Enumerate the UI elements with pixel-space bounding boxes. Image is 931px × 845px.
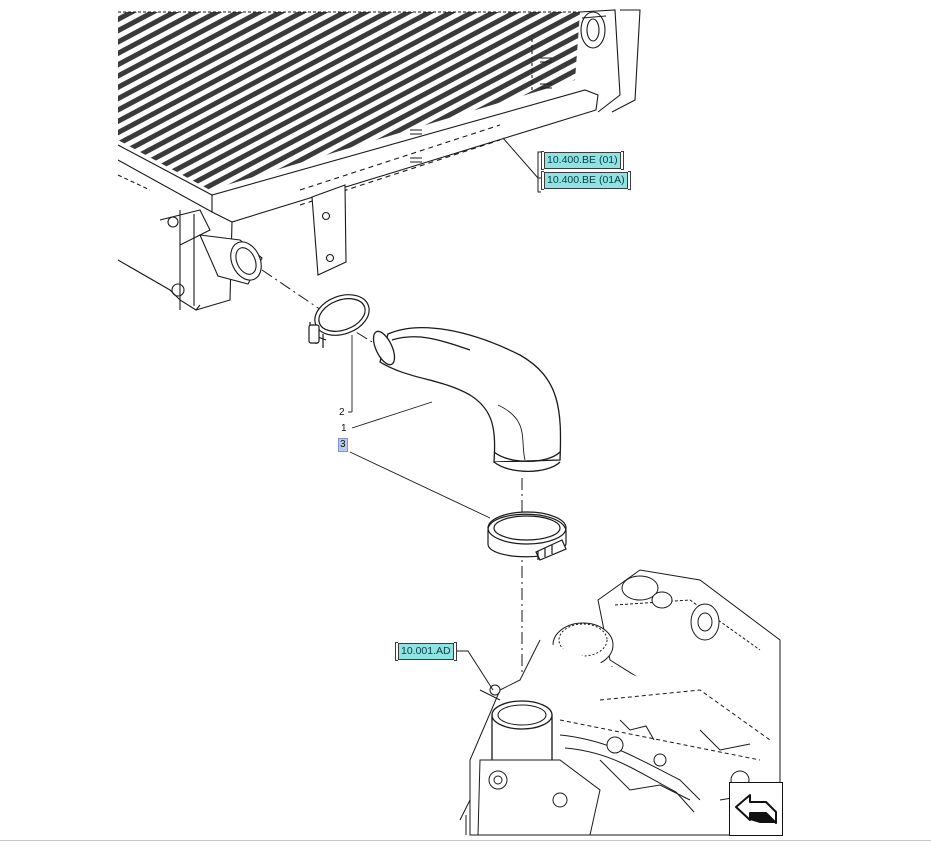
- callout-leader-lines: [348, 335, 491, 519]
- engine-ref-leader-line: [457, 650, 494, 691]
- intercooler-illustration: [117, 9, 641, 311]
- return-arrow-icon: [735, 794, 777, 824]
- bottom-divider: [0, 840, 931, 841]
- engine-reference-link[interactable]: 10.001.AD: [395, 642, 457, 661]
- callout-item-3[interactable]: 3: [338, 438, 348, 452]
- radiator-reference-link-01[interactable]: 10.400.BE (01): [541, 151, 624, 170]
- charge-air-elbow-hose: [372, 327, 562, 472]
- radiator-reference-link-01a[interactable]: 10.400.BE (01A): [541, 171, 631, 190]
- radiator-leader-lines: [502, 137, 541, 193]
- engine-illustration: [459, 569, 781, 836]
- return-button[interactable]: [729, 782, 783, 836]
- callout-item-2[interactable]: 2: [339, 407, 345, 418]
- callout-item-1[interactable]: 1: [341, 423, 347, 434]
- upper-hose-clamp: [308, 294, 370, 348]
- lower-hose-clamp: [487, 511, 567, 561]
